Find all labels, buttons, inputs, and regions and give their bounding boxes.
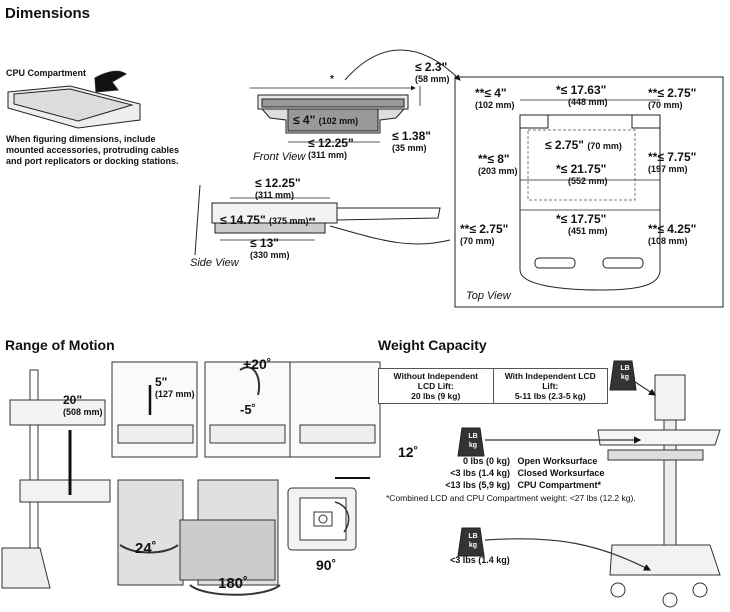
- side-mid-dim: ≤ 14.75" (375 mm)**: [220, 213, 316, 227]
- weight-item: <13 lbs (5,9 kg) CPU Compartment*: [445, 480, 602, 490]
- bottom-weight: <3 lbs (1.4 kg): [450, 555, 510, 565]
- side-top-dim: ≤ 12.25" (311 mm): [255, 176, 301, 200]
- rotate-angle: 180˚: [218, 575, 249, 592]
- weight-item: <3 lbs (1.4 kg) Closed Worksurface: [450, 468, 605, 478]
- swivel-angle: 24˚: [135, 540, 157, 557]
- weight-list: 0 lbs (0 kg) Open Worksurface <3 lbs (1.…: [432, 455, 604, 491]
- top-view-label: Top View: [466, 290, 511, 302]
- top-d6: *≤ 21.75"(552 mm): [556, 162, 608, 186]
- side-view-drawing: [194, 184, 451, 256]
- tilt-down: -5˚: [240, 402, 256, 417]
- weight-footnote: *Combined LCD and CPU Compartment weight…: [386, 493, 636, 503]
- front-width-dim: ≤ 12.25" (311 mm): [308, 136, 354, 160]
- top-d8: **≤ 2.75"(70 mm): [460, 222, 509, 246]
- front-view-drawing: [250, 49, 461, 143]
- side-view-label: Side View: [190, 257, 239, 269]
- dimensions-title: Dimensions: [5, 5, 91, 22]
- lcd-lift-without: Without Independent LCD Lift: 20 lbs (9 …: [379, 369, 494, 403]
- top-d3: **≤ 2.75"(70 mm): [648, 86, 697, 110]
- tilt-up: +20˚: [243, 356, 272, 372]
- range-of-motion-title: Range of Motion: [5, 337, 115, 353]
- top-d10: **≤ 4.25"(108 mm): [648, 222, 697, 246]
- top-d5: **≤ 8"(203 mm): [478, 152, 518, 176]
- cpu-compartment-drawing: [7, 70, 141, 129]
- tilt-range: 5" (127 mm): [155, 375, 195, 399]
- top-view-box: [454, 76, 724, 308]
- monitor-rotate-angle: 90˚: [316, 557, 337, 573]
- top-d9: *≤ 17.75"(451 mm): [556, 212, 608, 236]
- cpu-compartment-label: CPU Compartment: [6, 68, 87, 78]
- front-view-label: Front View: [253, 151, 306, 163]
- top-d4: ≤ 2.75" (70 mm): [545, 138, 622, 152]
- top-d1: **≤ 4"(102 mm): [475, 86, 515, 110]
- cpu-note: When figuring dimensions, include mounte…: [6, 134, 180, 166]
- weight-capacity-title: Weight Capacity: [378, 337, 487, 353]
- front-inner-dim: ≤ 4" (102 mm): [293, 113, 359, 127]
- front-top-dim: ≤ 2.3" (58 mm): [415, 60, 450, 84]
- lcd-lift-table: Without Independent LCD Lift: 20 lbs (9 …: [378, 368, 608, 404]
- front-star: *: [330, 74, 334, 85]
- side-bottom-dim: ≤ 13" (330 mm): [250, 236, 290, 260]
- top-d2: *≤ 17.63"(448 mm): [556, 83, 608, 107]
- height-range: 20" (508 mm): [63, 393, 103, 417]
- front-depth-dim: ≤ 1.38" (35 mm): [392, 129, 431, 153]
- lcd-lift-with: With Independent LCD Lift: 5-11 lbs (2.3…: [504, 371, 596, 401]
- range-of-motion-drawings: [1, 361, 381, 596]
- weight-icons: [457, 360, 637, 557]
- extend-angle: 12˚: [398, 444, 419, 460]
- top-d7: **≤ 7.75"(197 mm): [648, 150, 697, 174]
- pointer-arrow-icon: [94, 70, 127, 93]
- weight-item: 0 lbs (0 kg) Open Worksurface: [462, 456, 598, 466]
- weight-cart-drawing: [484, 374, 721, 608]
